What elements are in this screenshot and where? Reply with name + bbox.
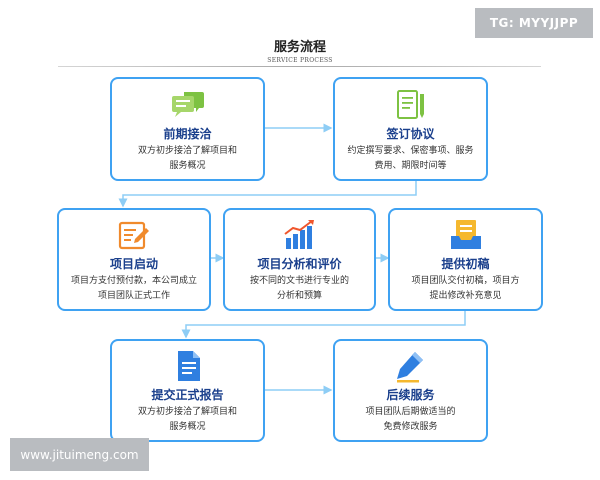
step-title: 项目分析和评价: [257, 257, 342, 271]
step-title: 项目启动: [109, 257, 158, 271]
draft-tray-icon: [447, 218, 485, 252]
tag-badge: TG: MYYJJPP: [475, 8, 593, 38]
site-watermark: www.jituimeng.com: [10, 438, 149, 471]
step-card-sign-agreement: 签订协议 约定撰写要求、保密事项、服务费用、期限时间等: [333, 77, 488, 181]
page-subtitle: SERVICE PROCESS: [267, 57, 333, 64]
step-description: 双方初步接洽了解项目和服务概况: [137, 146, 237, 171]
step-card-first-draft: 提供初稿 项目团队交付初稿，项目方提出修改补充意见: [388, 208, 543, 311]
connector-5-6: [181, 311, 466, 339]
step-description: 双方初步接洽了解项目和服务概况: [137, 407, 237, 432]
report-document-icon: [169, 349, 207, 383]
step-title: 前期接洽: [163, 127, 212, 141]
step-description: 项目团队交付初稿，项目方提出修改补充意见: [411, 276, 520, 301]
step-title: 签订协议: [386, 127, 435, 141]
step-card-project-start: 项目启动 项目方支付预付款，本公司成立项目团队正式工作: [57, 208, 211, 311]
page-title: 服务流程: [273, 40, 326, 55]
connector-2-3: [118, 181, 417, 208]
chat-bubbles-icon: [169, 88, 207, 122]
step-description: 项目团队后期做适当的免费修改服务: [365, 407, 456, 432]
step-description: 约定撰写要求、保密事项、服务费用、期限时间等: [347, 146, 474, 171]
title-divider: [58, 66, 541, 67]
step-card-formal-report: 提交正式报告 双方初步接洽了解项目和服务概况: [110, 339, 265, 442]
step-card-analysis: 项目分析和评价 按不同的文书进行专业的分析和预算: [223, 208, 376, 311]
step-title: 后续服务: [386, 388, 435, 402]
step-title: 提交正式报告: [151, 388, 224, 402]
step-title: 提供初稿: [441, 257, 490, 271]
pencil-icon: [392, 349, 430, 383]
step-card-initial-contact: 前期接洽 双方初步接洽了解项目和服务概况: [110, 77, 265, 181]
edit-form-icon: [115, 218, 153, 252]
contract-pen-icon: [392, 88, 430, 122]
step-description: 项目方支付预付款，本公司成立项目团队正式工作: [70, 276, 197, 301]
step-card-follow-up: 后续服务 项目团队后期做适当的免费修改服务: [333, 339, 488, 442]
step-description: 按不同的文书进行专业的分析和预算: [249, 276, 349, 301]
bar-chart-icon: [281, 218, 319, 252]
